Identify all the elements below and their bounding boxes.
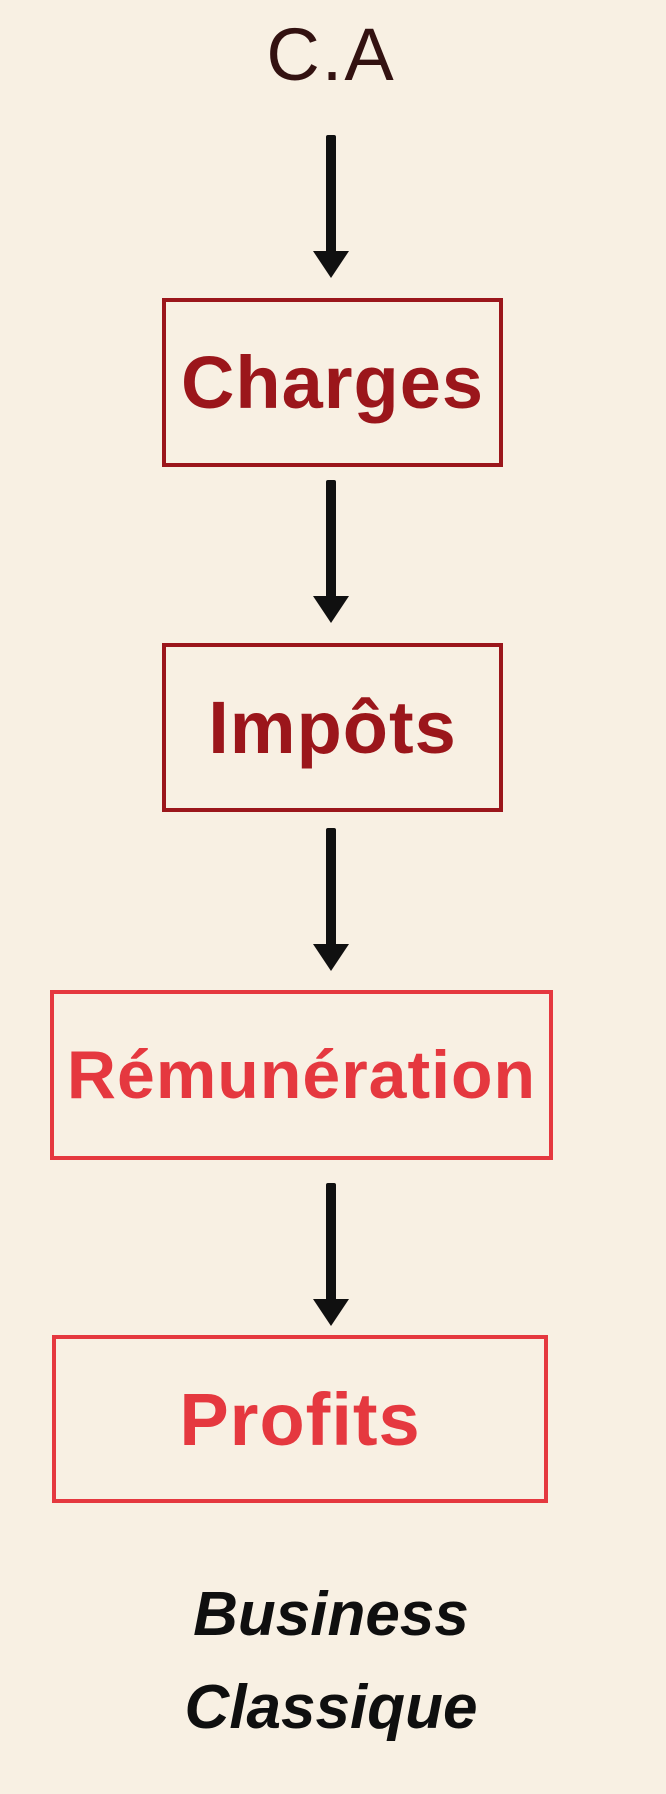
node-profits-label: Profits (179, 1377, 421, 1461)
arrow-down-icon (313, 1183, 349, 1326)
arrow-stem (326, 135, 336, 253)
caption-line-1: Business (193, 1580, 469, 1649)
node-remuneration: Rémunération (50, 990, 553, 1160)
arrow-head (313, 251, 349, 278)
caption-line-2: Classique (184, 1673, 478, 1742)
arrow-head (313, 944, 349, 971)
arrow-down-icon (313, 828, 349, 971)
arrow-head (313, 596, 349, 623)
arrow-head (313, 1299, 349, 1326)
flowchart-caption: Business Classique (0, 1568, 662, 1754)
arrow-stem (326, 828, 336, 946)
node-impots: Impôts (162, 643, 503, 812)
arrow-down-icon (313, 135, 349, 278)
flowchart-title: C.A (266, 13, 396, 96)
node-charges-label: Charges (180, 341, 485, 424)
arrow-down-icon (313, 480, 349, 623)
node-charges: Charges (162, 298, 503, 467)
node-remuneration-label: Rémunération (66, 1037, 537, 1113)
node-impots-label: Impôts (208, 686, 457, 769)
arrow-stem (326, 1183, 336, 1301)
arrow-stem (326, 480, 336, 598)
node-profits: Profits (52, 1335, 548, 1503)
